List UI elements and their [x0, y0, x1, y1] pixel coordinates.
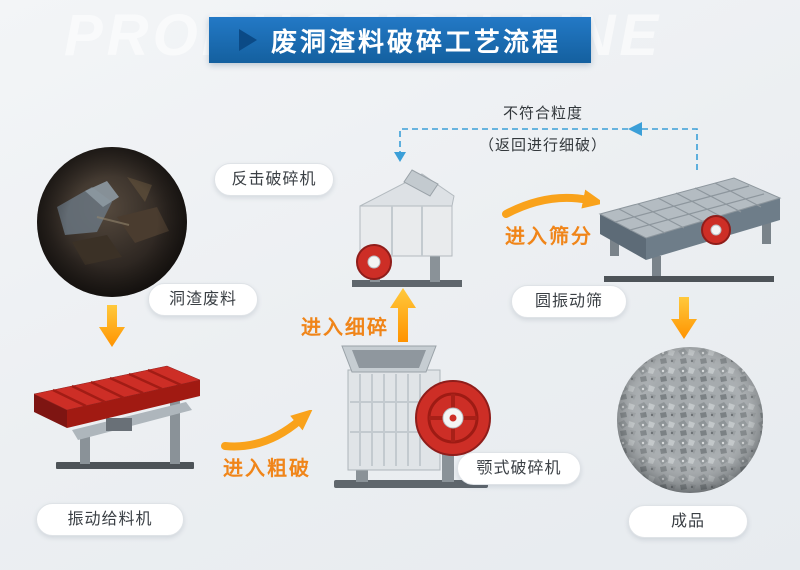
title-banner: 废洞渣料破碎工艺流程 [208, 17, 592, 63]
label-jaw-crusher: 颚式破碎机 [457, 452, 581, 485]
step-screening: 进入筛分 [505, 226, 593, 248]
curved-arrow-coarse-icon [221, 410, 313, 451]
jaw-crusher-image [334, 345, 491, 488]
recycle-note-line1: 不符合粒度 [502, 105, 583, 122]
down-arrow-icon [99, 305, 125, 347]
page-title: 废洞渣料破碎工艺流程 [270, 26, 562, 57]
play-icon [238, 29, 257, 51]
recycle-note-line2: （返回进行细破） [478, 137, 607, 154]
down-arrow-icon [671, 297, 697, 339]
impact-crusher-image [352, 169, 462, 287]
label-impact-crusher: 反击破碎机 [214, 163, 334, 196]
label-feeder: 振动给料机 [36, 503, 184, 536]
step-coarse-crushing: 进入粗破 [223, 458, 311, 480]
raw-material-photo [37, 147, 187, 297]
recycle-dashed-arrow [394, 122, 698, 170]
up-arrow-icon [390, 288, 416, 342]
label-product: 成品 [628, 505, 748, 538]
step-fine-crushing: 进入细碎 [301, 317, 389, 339]
vibrating-screen-image [598, 177, 782, 282]
label-raw-material: 洞渣废料 [148, 283, 258, 316]
label-vibrating-screen: 圆振动筛 [511, 285, 627, 318]
curved-arrow-screening-icon [502, 189, 600, 218]
finished-product-photo [617, 347, 763, 493]
vibrating-feeder-image [33, 365, 201, 469]
